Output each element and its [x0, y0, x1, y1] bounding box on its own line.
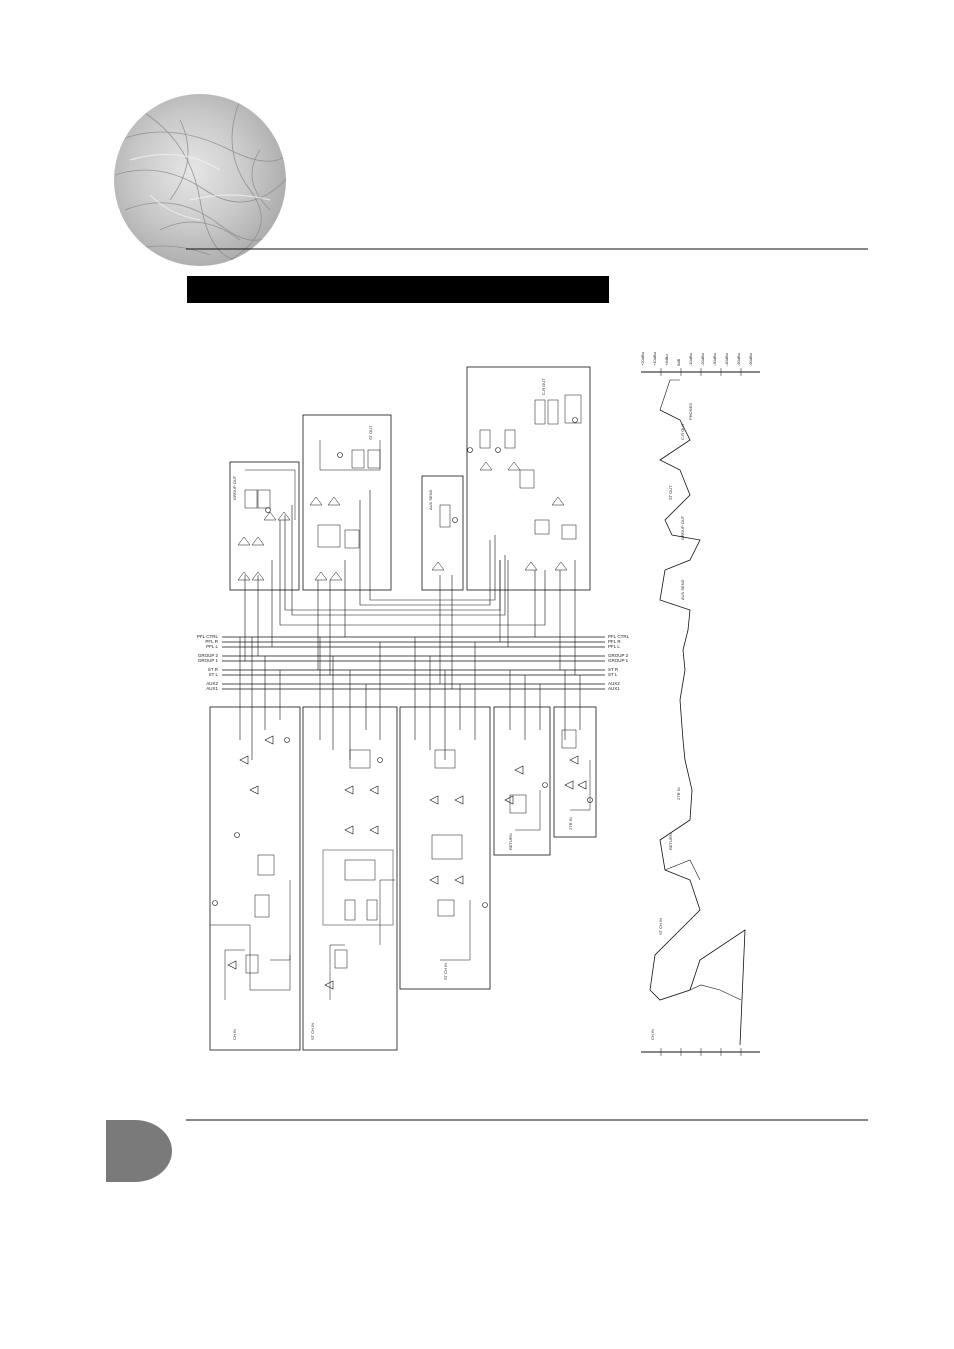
level-point-label: CH IN: [650, 1029, 655, 1040]
level-scale-top: +20dBu +10dBu +4dBu 0dB -10dBu -20dBu -3…: [640, 352, 753, 366]
block-aux-send: [421, 475, 464, 591]
section-title-bar: [187, 276, 609, 303]
level-scale-label: +10dBu: [652, 352, 657, 366]
block-label: GROUP OUT: [232, 475, 237, 500]
block-return: [493, 706, 551, 856]
textured-circle-icon: [114, 94, 286, 266]
block-label: CH IN: [232, 1029, 237, 1040]
block-2tr-in: [553, 706, 597, 838]
level-scale-label: 0dB: [676, 359, 681, 366]
dark-tab-icon: [106, 1120, 172, 1182]
level-point-label: RETURN: [668, 833, 673, 850]
bus-labels-right: PFL CTRL PFL R PFL L GROUP 2 GROUP 1 ST …: [608, 634, 630, 691]
block-label: AUX SEND: [428, 489, 433, 510]
bus-label: PFL L: [206, 644, 218, 649]
bus-label: PFL L: [608, 644, 620, 649]
level-scale-label: -10dBu: [688, 353, 693, 366]
block-cr-out: [466, 366, 591, 591]
block-label: ST CH IN: [443, 963, 448, 980]
bus-label: AUX1: [206, 686, 218, 691]
level-diagram: [641, 368, 760, 1056]
level-scale-label: +4dBu: [664, 354, 669, 366]
block-diagram: [209, 366, 605, 1051]
sub-block-st: [322, 849, 394, 926]
level-point-label: AUX SEND: [680, 579, 685, 600]
level-point-label: 2TR IN: [676, 787, 681, 800]
bus-label: AUX2: [608, 681, 620, 686]
bus-label: PFL R: [205, 639, 218, 644]
block-st-out: [302, 414, 392, 591]
block-label: ST CH IN: [310, 1023, 315, 1040]
level-scale-label: -40dBu: [724, 353, 729, 366]
bus-label: ST R: [608, 667, 619, 672]
bus-label: GROUP 2: [198, 653, 219, 658]
block-label: ST OUT: [368, 425, 373, 440]
bus-label: ST L: [608, 672, 618, 677]
bus-label: PFL R: [608, 639, 621, 644]
bus-label: PFL CTRL: [608, 634, 630, 639]
bus-label: GROUP 1: [608, 658, 629, 663]
bus-label: ST L: [209, 672, 219, 677]
bus-label: ST R: [208, 667, 219, 672]
block-label: 2TR IN: [568, 817, 573, 830]
bus-label: PFL CTRL: [197, 634, 219, 639]
level-point-label: C-R OUT: [680, 423, 685, 440]
level-scale-label: +20dBu: [640, 352, 645, 366]
bus-lines: [222, 636, 605, 690]
level-scale-label: -30dBu: [712, 353, 717, 366]
level-scale-label: -50dBu: [736, 353, 741, 366]
level-point-label: PHONES: [688, 403, 693, 420]
bus-label: GROUP 2: [608, 653, 629, 658]
block-label: C-R OUT: [541, 378, 546, 395]
bus-labels-left: PFL CTRL PFL R PFL L GROUP 2 GROUP 1 ST …: [197, 634, 219, 691]
block-label: RETURN: [508, 833, 513, 850]
level-point-label: ST CH IN: [658, 918, 663, 935]
level-scale-label: -20dBu: [700, 353, 705, 366]
bus-label: GROUP 1: [198, 658, 219, 663]
level-point-label: ST OUT: [668, 485, 673, 500]
level-point-label: GROUP OUT: [680, 515, 685, 540]
bus-label: AUX2: [206, 681, 218, 686]
level-point-labels: CH IN ST CH IN RETURN 2TR IN AUX SEND ST…: [650, 403, 693, 1040]
level-scale-label: -60dBu: [748, 353, 753, 366]
bus-label: AUX1: [608, 686, 620, 691]
block-ch-in: [209, 706, 301, 1051]
block-group-out: [229, 461, 300, 591]
block-labels: CH IN ST CH IN ST CH IN RETURN 2TR IN GR…: [232, 378, 573, 1040]
